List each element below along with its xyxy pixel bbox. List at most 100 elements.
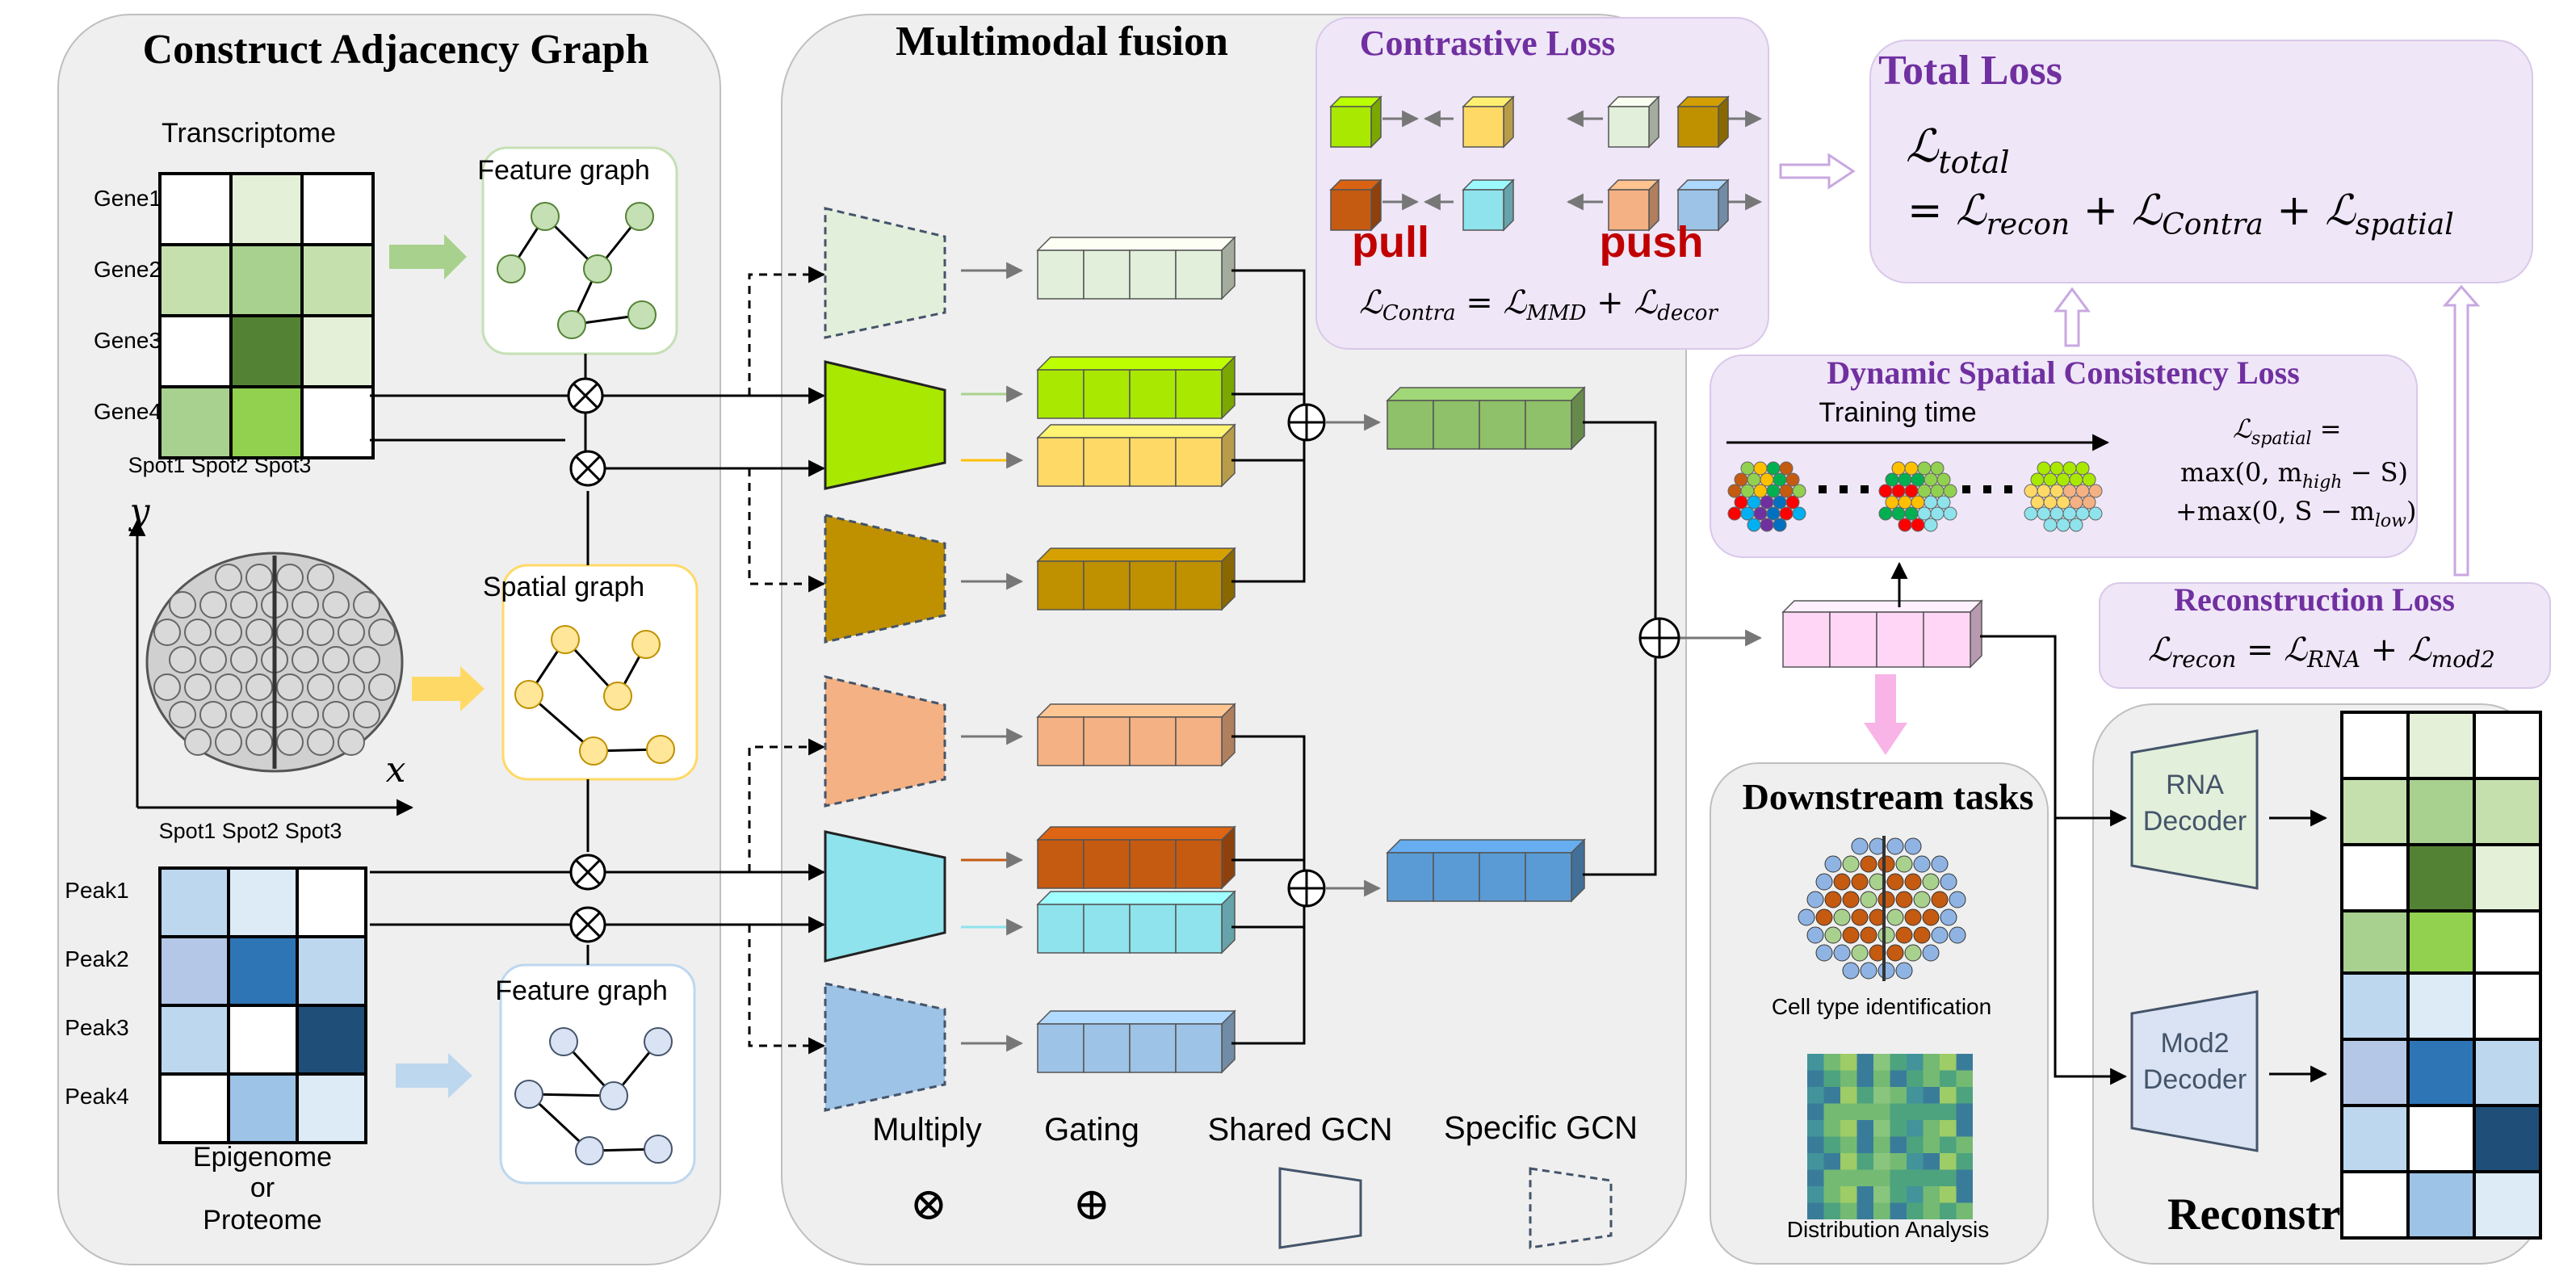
cluster-spot xyxy=(2049,506,2064,521)
recon-mod2-cell xyxy=(2406,1038,2476,1107)
dashed-connector-mid xyxy=(748,468,826,593)
legend-multiply-label: Multiply xyxy=(872,1112,982,1147)
shared-embedding-rna-cell xyxy=(1175,369,1223,419)
cluster-spot xyxy=(2062,461,2077,476)
cell-spot xyxy=(1860,891,1877,908)
cluster-spot xyxy=(1911,518,1925,532)
cluster-spot xyxy=(2069,472,2083,487)
heatmap-cell xyxy=(1873,1186,1890,1203)
heatmap-cell xyxy=(1873,1054,1890,1071)
legend-gating-symbol: ⊕ xyxy=(1073,1178,1111,1231)
heatmap-cell xyxy=(1807,1153,1824,1170)
heatmap-cell xyxy=(1807,1169,1824,1186)
cluster-spot xyxy=(1891,484,1906,498)
training-time-label: Training time xyxy=(1819,397,1976,428)
total-loss-title: Total Loss xyxy=(1878,48,2062,94)
contrastive-cube xyxy=(1677,189,1719,231)
graph-node xyxy=(644,1027,673,1056)
transcriptome-cell xyxy=(300,172,375,246)
recon-formula: ℒrecon = ℒRNA + ℒmod2 xyxy=(2148,631,2495,673)
feature-graph-1-label: Feature graph xyxy=(477,155,650,186)
y-axis-label: y xyxy=(128,491,151,532)
cell-spot xyxy=(1949,891,1966,908)
heatmap-cell xyxy=(1840,1136,1857,1153)
cell-spot xyxy=(1815,873,1833,891)
heatmap-cell xyxy=(1823,1153,1840,1170)
shared-embedding-rna-2-cell xyxy=(1175,437,1223,487)
cell-spot xyxy=(1886,908,1904,926)
distribution-label: Distribution Analysis xyxy=(1787,1217,1990,1242)
shared-embedding-mod2-2-cell xyxy=(1175,904,1223,954)
shared-embedding-mod2-2-cell xyxy=(1083,904,1131,954)
heatmap-cell xyxy=(1840,1103,1857,1120)
recon-mod2-cell xyxy=(2406,1170,2476,1240)
cell-spot xyxy=(1824,926,1842,944)
heatmap-cell xyxy=(1840,1070,1857,1087)
cluster-spot xyxy=(2043,472,2058,487)
heatmap-cell xyxy=(1940,1202,1957,1219)
multiply-node-stroke xyxy=(575,859,601,885)
graph-node xyxy=(497,254,526,283)
cell-type-label: Cell type identification xyxy=(1772,994,1991,1019)
cluster-spot xyxy=(2056,518,2070,532)
spatial-to-total-arrow xyxy=(2054,287,2091,347)
cell-spot xyxy=(1931,891,1949,908)
heatmap-cell xyxy=(1856,1070,1873,1087)
heatmap-cell xyxy=(1840,1169,1857,1186)
gene-label: Gene3 xyxy=(94,328,162,353)
heatmap-cell xyxy=(1856,1169,1873,1186)
transcriptome-cell xyxy=(229,243,304,317)
heatmap-cell xyxy=(1873,1070,1890,1087)
shared-embedding-mod2-cell xyxy=(1083,839,1131,889)
cluster-spot xyxy=(1930,461,1945,476)
tissue-spot xyxy=(292,591,319,619)
fused-to-final-gate xyxy=(1583,421,1657,876)
cluster-snapshots xyxy=(1727,461,2103,532)
cluster-spot xyxy=(1891,506,1906,521)
shared-embedding-mod2-top xyxy=(1036,826,1236,841)
cluster-spot xyxy=(1753,484,1768,498)
heatmap-cell xyxy=(1907,1054,1924,1071)
recon-mod2-cell xyxy=(2473,1104,2542,1173)
fused-embedding-mod2-cell xyxy=(1433,852,1480,902)
heatmap-cell xyxy=(1807,1120,1824,1137)
epigenome-label-2: or xyxy=(250,1173,275,1203)
graph-node xyxy=(603,682,632,711)
specific-embedding-rna-cell xyxy=(1129,250,1177,300)
cluster-spot xyxy=(2024,506,2038,521)
cluster-spot xyxy=(2056,495,2070,510)
multiply-node-stroke xyxy=(573,383,598,409)
heatmap-cell xyxy=(1823,1054,1840,1071)
specific-embedding-rna-2-top xyxy=(1036,548,1236,562)
heatmap-cell xyxy=(1956,1103,1973,1120)
tissue-spot xyxy=(199,646,227,673)
peak-label: Peak4 xyxy=(65,1084,128,1109)
contrastive-cube xyxy=(1608,106,1650,148)
cell-spot xyxy=(1806,891,1824,908)
recon-rna-cell xyxy=(2473,909,2542,979)
cluster-spot xyxy=(1734,495,1748,510)
dashed-connector-top xyxy=(748,266,826,396)
cell-spot xyxy=(1913,855,1931,873)
tissue-spot xyxy=(276,564,304,591)
cluster-spot xyxy=(1911,472,1925,487)
cell-spot xyxy=(1798,908,1815,926)
graph-node xyxy=(631,630,661,659)
spatial-graph-nodes xyxy=(514,625,675,766)
cluster-spot xyxy=(1740,484,1755,498)
recon-mod2-cell xyxy=(2473,971,2542,1041)
cluster-spot xyxy=(1740,461,1755,476)
feature-graph-2-nodes xyxy=(514,1027,673,1165)
blue-block-arrow xyxy=(396,1053,472,1098)
cell-spot xyxy=(1895,962,1913,980)
cluster-spot xyxy=(2062,506,2077,521)
tissue-spot xyxy=(245,728,273,756)
cluster-spot xyxy=(2043,518,2058,532)
cluster-spot xyxy=(1943,484,1957,498)
tissue-spot xyxy=(184,728,212,756)
recon-rna-cell xyxy=(2340,777,2410,846)
ellipsis-dot xyxy=(1819,485,1827,493)
transcriptome-cell xyxy=(158,314,233,388)
cluster-spot xyxy=(2088,484,2103,498)
heatmap-cell xyxy=(1956,1054,1973,1071)
